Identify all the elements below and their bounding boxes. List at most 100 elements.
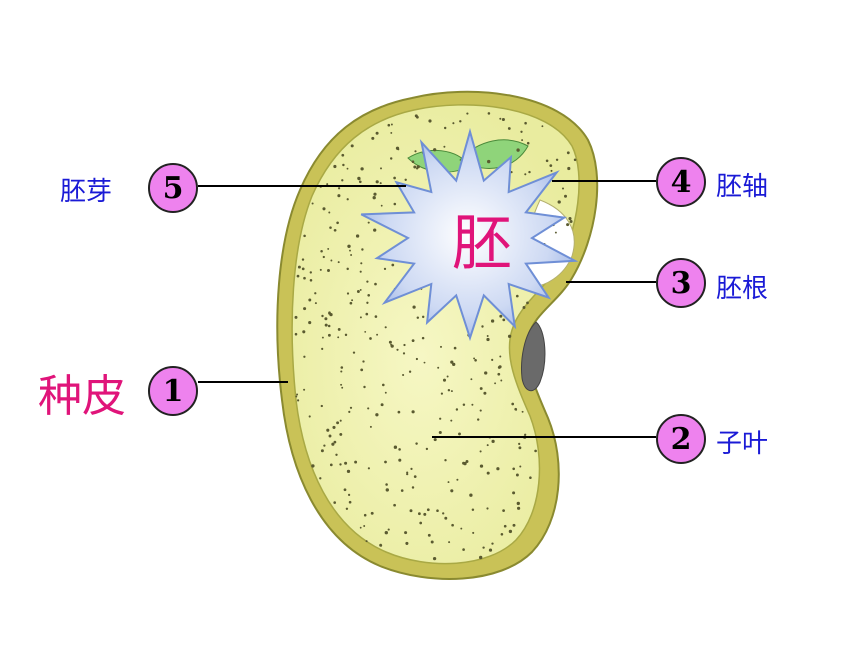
texture-dot [462, 548, 465, 551]
texture-dot [309, 271, 312, 274]
texture-dot [508, 529, 513, 534]
texture-dot [499, 117, 502, 120]
texture-dot [507, 334, 512, 338]
texture-dot [573, 158, 577, 162]
texture-dot [341, 179, 344, 182]
label-hypocotyl: 胚轴 [716, 172, 769, 202]
texture-dot [319, 477, 322, 480]
texture-dot [375, 131, 379, 135]
texture-dot [348, 410, 351, 413]
texture-dot [390, 123, 393, 126]
texture-dot [374, 315, 378, 318]
texture-dot [350, 144, 354, 148]
texture-dot [502, 318, 506, 322]
texture-dot [413, 165, 417, 169]
texture-dot [423, 512, 427, 516]
texture-dot [479, 464, 484, 468]
texture-dot [340, 366, 344, 369]
texture-dot [347, 493, 351, 497]
texture-dot [412, 305, 416, 309]
texture-dot [373, 228, 377, 232]
texture-dot [333, 228, 337, 232]
embryo-starburst [360, 127, 579, 342]
texture-dot [496, 467, 500, 471]
texture-dot [512, 491, 516, 495]
texture-dot [352, 351, 356, 354]
texture-dot [393, 176, 396, 180]
texture-dot [418, 512, 421, 516]
texture-dot [359, 288, 362, 291]
texture-dot [337, 187, 341, 190]
texture-dot [384, 460, 387, 464]
texture-dot [458, 432, 461, 436]
texture-dot [393, 445, 398, 449]
texture-dot [308, 415, 311, 418]
texture-dot [367, 293, 371, 297]
texture-dot [452, 122, 455, 125]
texture-dot [328, 434, 332, 438]
texture-dot [359, 526, 362, 529]
texture-dot [324, 317, 328, 321]
texture-dot [470, 378, 473, 381]
texture-dot [380, 204, 383, 207]
texture-dot [341, 386, 344, 389]
texture-dot [340, 370, 343, 373]
label-plumule: 胚芽 [60, 177, 113, 207]
texture-dot [332, 425, 336, 429]
texture-dot [408, 370, 412, 373]
texture-dot [561, 187, 565, 190]
texture-dot [402, 373, 405, 377]
texture-dot [294, 332, 298, 336]
texture-dot [411, 486, 415, 489]
texture-dot [349, 249, 351, 252]
texture-dot [349, 406, 353, 409]
texture-dot [486, 335, 489, 337]
texture-dot [322, 255, 325, 259]
texture-dot [297, 399, 300, 402]
texture-dot [323, 444, 326, 447]
texture-dot [333, 164, 337, 169]
texture-dot [516, 506, 521, 510]
texture-dot [346, 267, 349, 271]
texture-dot [479, 450, 482, 453]
texture-dot [365, 540, 368, 543]
texture-dot [327, 269, 330, 272]
texture-dot [500, 533, 504, 536]
texture-dot [380, 167, 382, 170]
texture-dot [393, 503, 396, 507]
texture-dot [314, 292, 317, 295]
texture-dot [370, 511, 374, 515]
texture-dot [309, 279, 313, 282]
texture-dot [486, 337, 490, 342]
number-badge-4: 4 [656, 157, 706, 207]
texture-dot [347, 244, 351, 248]
texture-dot [497, 372, 501, 376]
texture-dot [337, 261, 340, 264]
texture-dot [393, 202, 397, 206]
texture-dot [326, 428, 330, 432]
texture-dot [411, 410, 415, 414]
texture-dot [423, 361, 426, 364]
texture-dot [320, 404, 323, 408]
texture-dot [521, 139, 524, 142]
texture-dot [379, 543, 383, 547]
texture-dot [339, 432, 343, 436]
number-badge-2: 2 [656, 414, 706, 464]
texture-dot [425, 447, 429, 451]
texture-dot [501, 117, 505, 122]
texture-dot [479, 409, 482, 412]
texture-dot [469, 493, 473, 497]
texture-dot [486, 444, 489, 447]
texture-dot [362, 360, 365, 363]
texture-dot [322, 207, 326, 211]
texture-dot [380, 403, 384, 407]
texture-dot [366, 280, 369, 283]
texture-dot [447, 481, 450, 484]
texture-dot [361, 248, 364, 251]
texture-dot [442, 378, 447, 382]
texture-dot [479, 387, 483, 390]
texture-dot [367, 221, 370, 224]
texture-dot [400, 489, 404, 492]
texture-dot [566, 223, 570, 227]
texture-dot [439, 417, 442, 420]
